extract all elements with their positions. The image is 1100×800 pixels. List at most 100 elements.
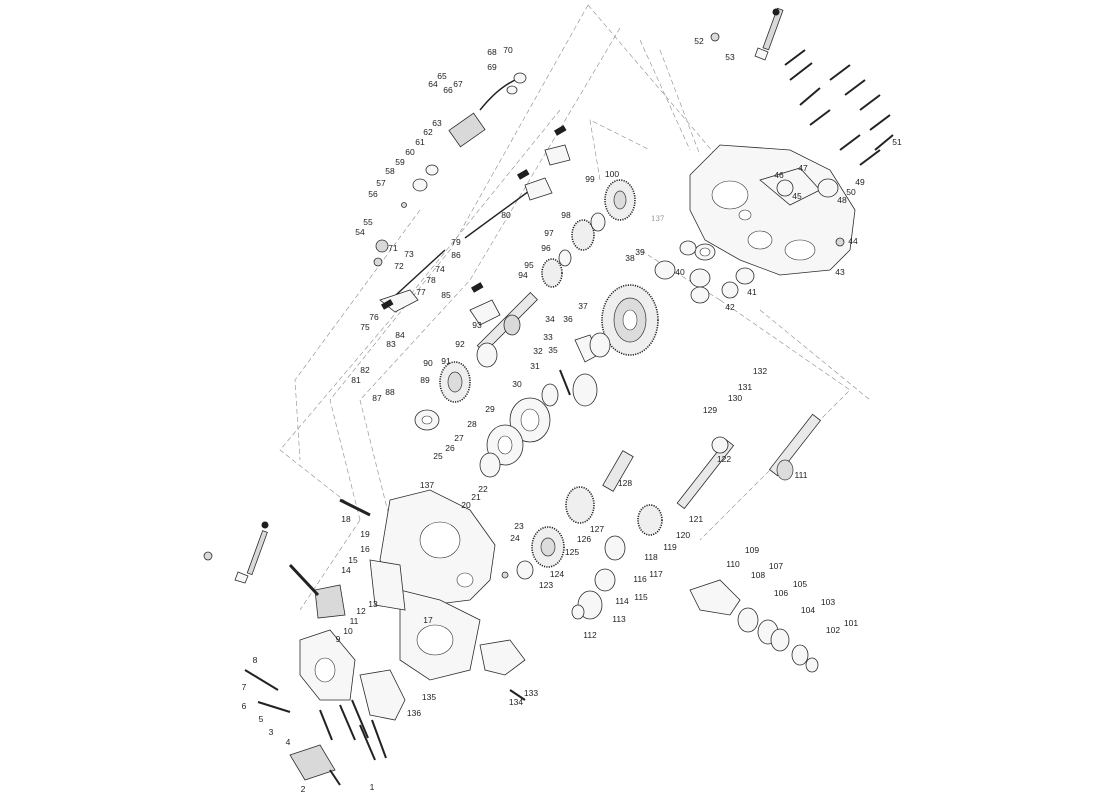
callout-123: 123 [539, 580, 553, 590]
output-shafts [516, 413, 822, 620]
callout-51: 51 [892, 137, 902, 147]
callout-96: 96 [541, 243, 551, 253]
callout-21: 21 [471, 492, 481, 502]
callout-108: 108 [751, 570, 765, 580]
callout-49: 49 [855, 177, 865, 187]
callout-8: 8 [253, 655, 258, 665]
callout-45: 45 [792, 191, 802, 201]
rear-housing [689, 144, 856, 276]
callout-7: 7 [242, 682, 247, 692]
callout-58: 58 [385, 166, 395, 176]
callout-26: 26 [445, 443, 455, 453]
callout-102: 102 [826, 625, 840, 635]
callout-118: 118 [644, 552, 658, 562]
callout-16: 16 [360, 544, 370, 554]
callout-121: 121 [689, 514, 703, 524]
callout-64: 64 [428, 79, 438, 89]
callout-128: 128 [618, 478, 632, 488]
callout-29: 29 [485, 404, 495, 414]
callout-80: 80 [501, 210, 511, 220]
callout-35: 35 [548, 345, 558, 355]
callout-117: 117 [649, 569, 663, 579]
callout-87: 87 [372, 393, 382, 403]
callout-40: 40 [675, 267, 685, 277]
callout-68: 68 [487, 47, 497, 57]
callout-109: 109 [745, 545, 759, 555]
main-shaft-assembly [414, 179, 636, 431]
callout-37: 37 [578, 301, 588, 311]
callout-59: 59 [395, 157, 405, 167]
callout-115: 115 [634, 592, 648, 602]
callout-99: 99 [585, 174, 595, 184]
faint-label: 137 [651, 215, 664, 223]
callout-72: 72 [394, 261, 404, 271]
callout-105: 105 [793, 579, 807, 589]
callout-89: 89 [420, 375, 430, 385]
callout-91: 91 [441, 356, 451, 366]
callout-74: 74 [435, 264, 445, 274]
callout-31: 31 [530, 361, 540, 371]
callout-12: 12 [356, 606, 366, 616]
callout-77: 77 [416, 287, 426, 297]
callout-110: 110 [726, 559, 740, 569]
callout-131: 131 [738, 382, 752, 392]
callout-10: 10 [343, 626, 353, 636]
callout-132: 132 [753, 366, 767, 376]
callout-22: 22 [478, 484, 488, 494]
callout-6: 6 [242, 701, 247, 711]
callout-57: 57 [376, 178, 386, 188]
callout-39: 39 [635, 247, 645, 257]
callout-106: 106 [774, 588, 788, 598]
shift-drum [373, 72, 527, 267]
bearings-right [654, 178, 845, 304]
callout-112: 112 [583, 630, 597, 640]
callout-76: 76 [369, 312, 379, 322]
callout-33: 33 [543, 332, 553, 342]
part-callouts: 1234567891011121314151617181920212223242… [242, 36, 902, 794]
callout-70: 70 [503, 45, 513, 55]
callout-126: 126 [577, 534, 591, 544]
callout-53: 53 [725, 52, 735, 62]
callout-23: 23 [514, 521, 524, 531]
callout-32: 32 [533, 346, 543, 356]
callout-107: 107 [769, 561, 783, 571]
callout-119: 119 [663, 542, 677, 552]
callout-50: 50 [846, 187, 856, 197]
callout-97: 97 [544, 228, 554, 238]
callout-120: 120 [676, 530, 690, 540]
callout-129: 129 [703, 405, 717, 415]
callout-24: 24 [510, 533, 520, 543]
callout-38: 38 [625, 253, 635, 263]
callout-92: 92 [455, 339, 465, 349]
callout-84: 84 [395, 330, 405, 340]
callout-134: 134 [509, 697, 523, 707]
callout-98: 98 [561, 210, 571, 220]
callout-43: 43 [835, 267, 845, 277]
callout-17: 17 [423, 615, 433, 625]
callout-44: 44 [848, 236, 858, 246]
callout-28: 28 [467, 419, 477, 429]
callout-71: 71 [388, 243, 398, 253]
speed-sensor-bottom [203, 521, 269, 584]
callout-14: 14 [341, 565, 351, 575]
callout-93: 93 [472, 320, 482, 330]
callout-3: 3 [269, 727, 274, 737]
callout-104: 104 [801, 605, 815, 615]
callout-13: 13 [368, 599, 378, 609]
callout-94: 94 [518, 270, 528, 280]
callout-52: 52 [694, 36, 704, 46]
callout-19: 19 [360, 529, 370, 539]
callout-127: 127 [590, 524, 604, 534]
callout-86: 86 [451, 250, 461, 260]
callout-136: 136 [407, 708, 421, 718]
callout-114: 114 [615, 596, 629, 606]
callout-67: 67 [453, 79, 463, 89]
cover-and-starter [288, 563, 406, 786]
callout-1: 1 [370, 782, 375, 792]
callout-100: 100 [605, 169, 619, 179]
callout-36: 36 [563, 314, 573, 324]
callout-88: 88 [385, 387, 395, 397]
callout-90: 90 [423, 358, 433, 368]
